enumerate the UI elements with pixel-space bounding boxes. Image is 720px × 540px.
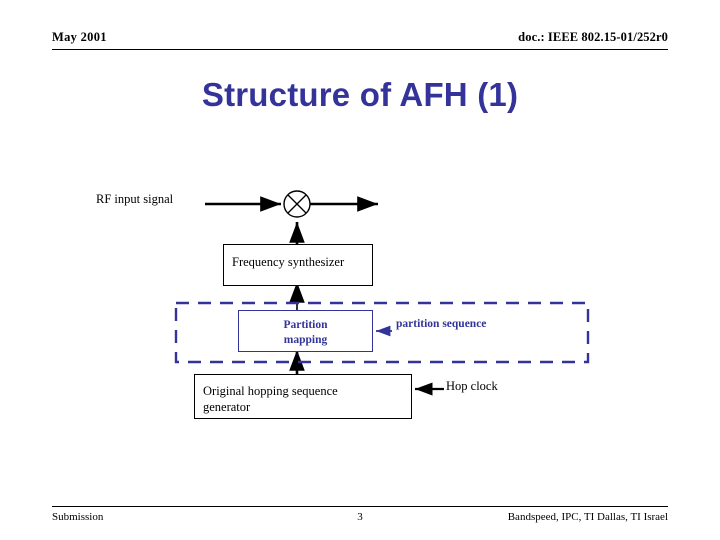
block-original-hopping-sequence-generator-label: Original hopping sequence generator — [203, 383, 338, 415]
block-orig-hop-line1: Original hopping sequence — [203, 384, 338, 398]
block-partition-mapping-line1: Partition — [283, 319, 328, 331]
footer-submission-label: Submission — [52, 511, 104, 523]
header-divider — [52, 49, 668, 50]
footer-page-number: 3 — [357, 511, 363, 523]
block-partition-mapping-line2: mapping — [283, 334, 328, 346]
block-orig-hop-line2: generator — [203, 400, 251, 414]
block-partition-mapping-label: Partition mapping — [239, 318, 372, 348]
header-date: May 2001 — [52, 30, 107, 44]
block-frequency-synthesizer: Frequency synthesizer — [223, 244, 373, 286]
label-hop-clock: Hop clock — [446, 379, 498, 393]
block-original-hopping-sequence-generator: Original hopping sequence generator — [194, 374, 412, 419]
page-title: Structure of AFH (1) — [201, 76, 519, 113]
header-document-id: doc.: IEEE 802.15-01/252r0 — [518, 30, 668, 44]
block-partition-mapping: Partition mapping — [238, 310, 373, 352]
label-rf-input-signal: RF input signal — [96, 192, 174, 206]
footer-divider — [52, 506, 668, 507]
slide-header: May 2001 doc.: IEEE 802.15-01/252r0 — [52, 30, 668, 52]
afh-dashed-region-outline — [174, 301, 590, 364]
block-frequency-synthesizer-label: Frequency synthesizer — [232, 255, 345, 269]
mixer-icon — [283, 190, 311, 218]
footer-affiliations: Bandspeed, IPC, TI Dallas, TI Israel — [507, 511, 668, 523]
label-partition-sequence: partition sequence — [396, 318, 487, 330]
